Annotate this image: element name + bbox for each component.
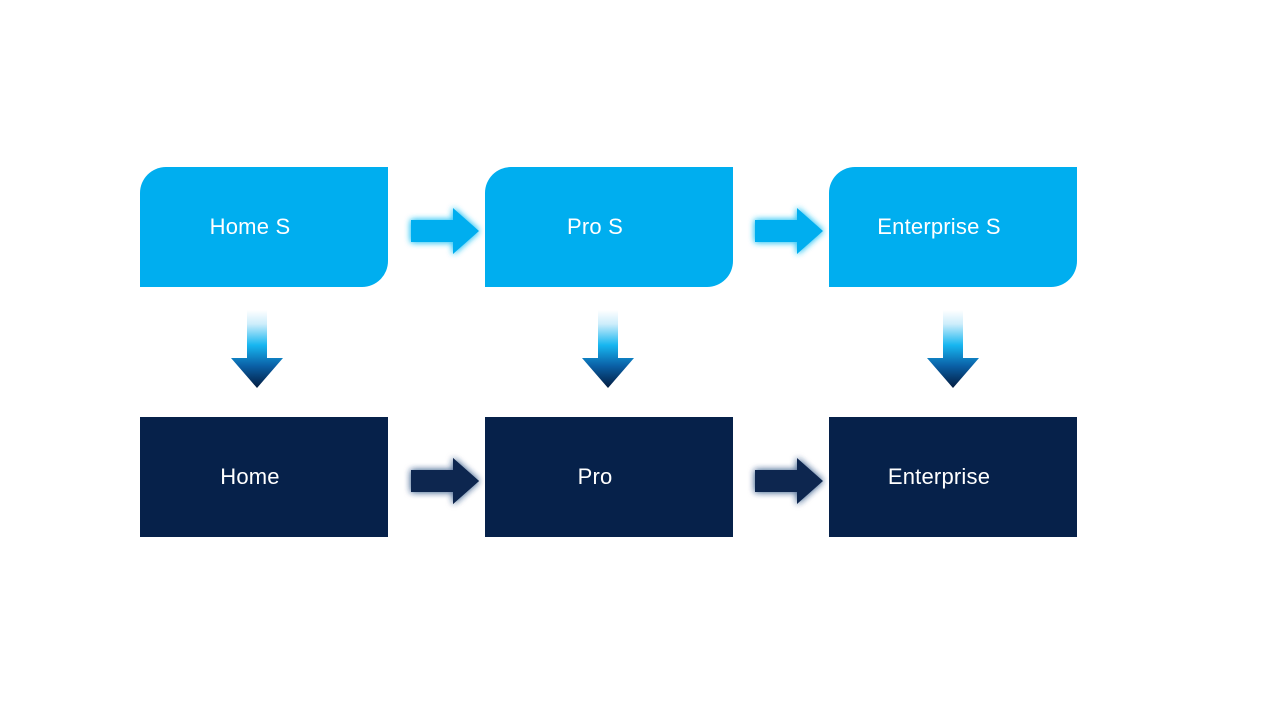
node-label-pro: Pro	[577, 463, 613, 489]
node-label-enterprise: Enterprise	[887, 463, 991, 489]
arrow-pro-s-to-pro	[580, 310, 636, 390]
node-home-s[interactable]: Home S	[140, 167, 388, 287]
node-label-enterprise-s: Enterprise S	[877, 213, 1001, 239]
node-pro-s[interactable]: Pro S	[485, 167, 733, 287]
node-enterprise-s[interactable]: Enterprise S	[829, 167, 1077, 287]
arrow-pro-s-to-enterprise-s	[753, 205, 825, 257]
arrow-home-s-to-home	[229, 310, 285, 390]
node-pro[interactable]: Pro	[485, 417, 733, 537]
arrow-home-s-to-pro-s	[409, 205, 481, 257]
node-label-pro-s: Pro S	[566, 213, 624, 239]
arrow-pro-to-enterprise	[753, 455, 825, 507]
arrow-enterprise-s-to-enterprise	[925, 310, 981, 390]
node-label-home: Home	[220, 463, 280, 489]
node-home[interactable]: Home	[140, 417, 388, 537]
arrow-home-to-pro	[409, 455, 481, 507]
node-enterprise[interactable]: Enterprise	[829, 417, 1077, 537]
node-label-home-s: Home S	[209, 213, 291, 239]
